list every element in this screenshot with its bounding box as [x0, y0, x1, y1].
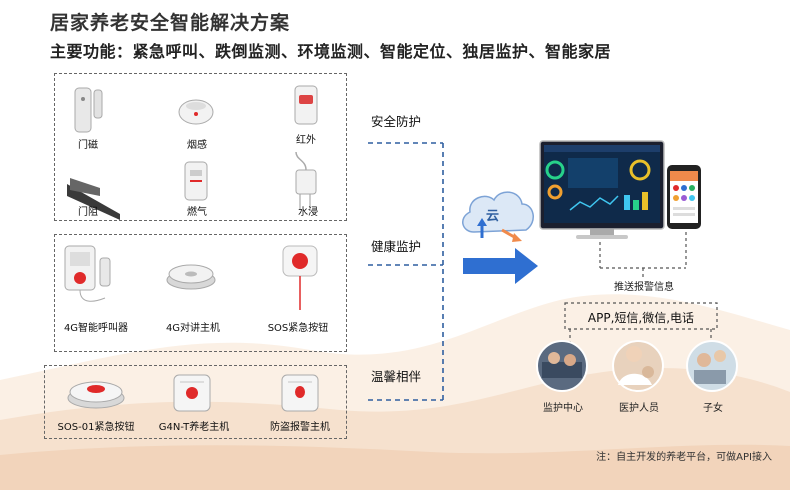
category-label-health: 健康监护: [371, 236, 421, 255]
footnote: 注：自主开发的养老平台，可做API接入: [596, 448, 772, 463]
push-alarm-label: 推送报警信息: [612, 278, 676, 293]
page-subtitle: 主要功能：紧急呼叫、跌倒监测、环境监测、智能定位、独居监护、智能家居: [50, 38, 611, 62]
page-title: 居家养老安全智能解决方案: [50, 8, 290, 35]
recipient-photos: [537, 341, 737, 391]
channels-label: APP,短信,微信,电话: [588, 309, 694, 326]
device-label: 门磁: [78, 136, 98, 151]
cloud-label: 云: [486, 205, 499, 224]
category-label-companion: 温馨相伴: [371, 366, 421, 385]
device-label: SOS-01紧急按钮: [58, 418, 135, 433]
category-label-security: 安全防护: [371, 111, 421, 130]
device-label: G4N-T养老主机: [159, 418, 229, 433]
device-label: 烟感: [187, 136, 207, 151]
recipient-label: 医护人员: [619, 399, 659, 414]
device-label: 燃气: [187, 203, 207, 218]
device-label: 防盗报警主机: [270, 418, 330, 433]
device-label: 红外: [296, 131, 316, 146]
device-label: 门阻: [78, 203, 98, 218]
group-box-health: [54, 234, 347, 352]
recipient-label: 子女: [703, 399, 723, 414]
device-label: 水浸: [298, 203, 318, 218]
monitor-and-phone-icon: [540, 141, 701, 239]
recipient-label: 监护中心: [543, 399, 583, 414]
device-label: SOS紧急按钮: [268, 319, 329, 334]
device-label: 4G智能呼叫器: [64, 319, 128, 334]
device-label: 4G对讲主机: [166, 319, 220, 334]
flow-arrow: [463, 248, 538, 284]
